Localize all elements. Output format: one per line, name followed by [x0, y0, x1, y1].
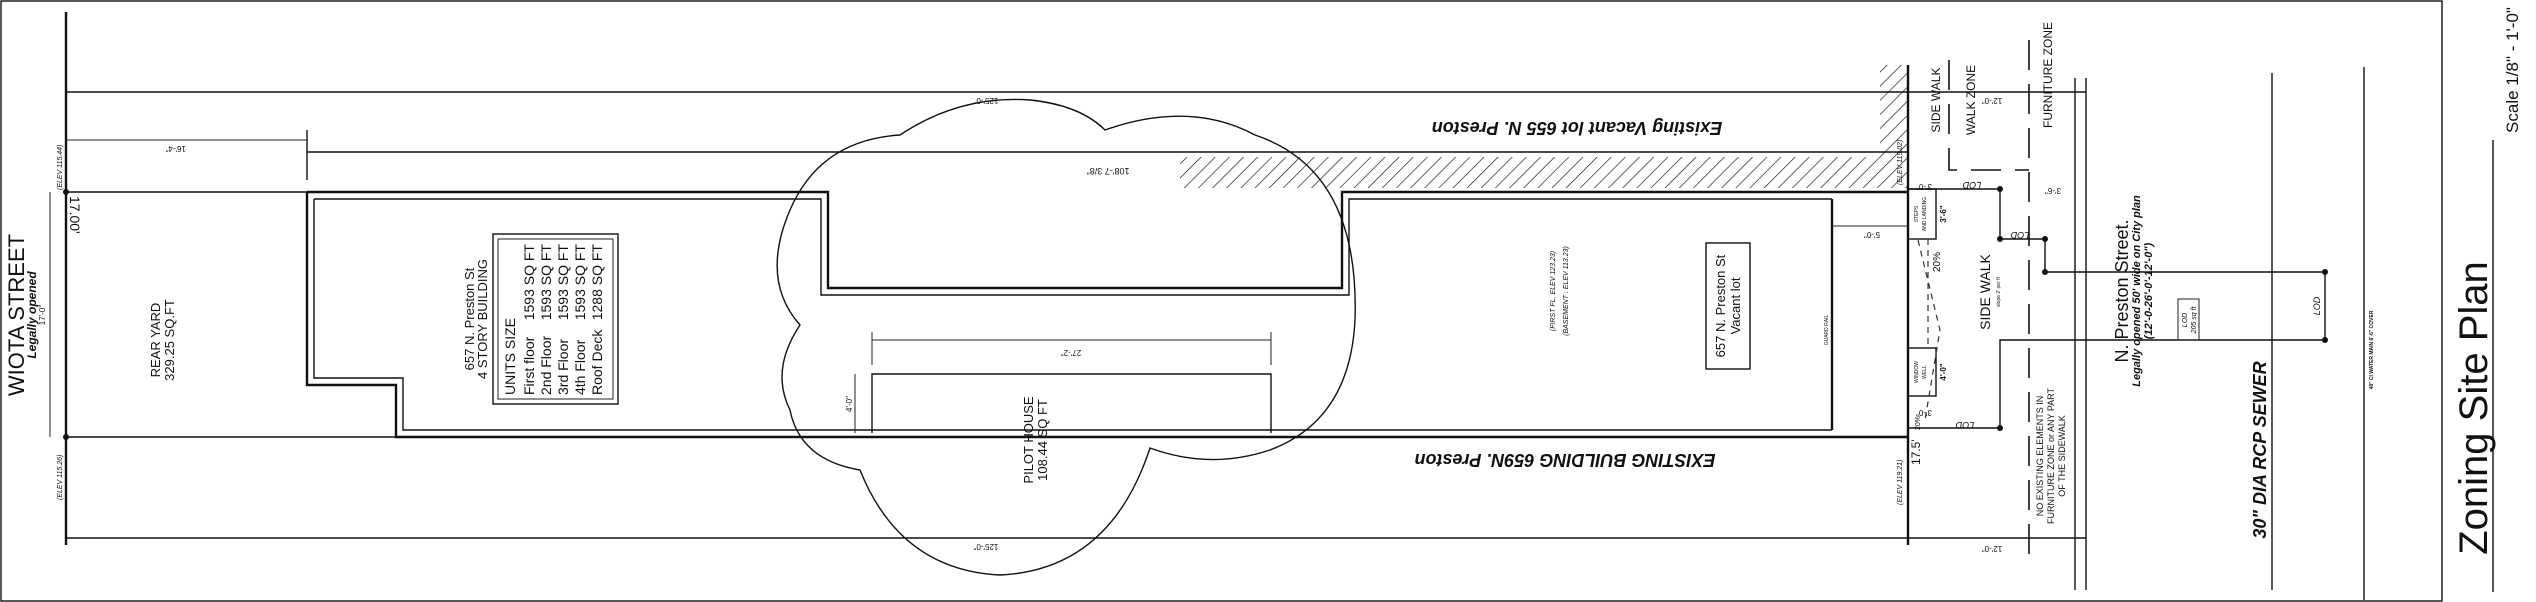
- lod-area-box: [2177, 298, 2200, 341]
- steps-length: 3'-6": [1939, 205, 1948, 222]
- well-depth: 3'-0": [1916, 408, 1932, 417]
- sheet-scale: Scale 1/8" - 1'-0": [2503, 7, 2522, 133]
- neighbor-wall-hatch: [1180, 157, 1908, 188]
- pilot-house-area: 108.44 SQ FT: [1035, 399, 1050, 481]
- front-slope-note: 20%: [1915, 416, 1922, 430]
- revision-cloud: [776, 98, 1356, 576]
- sidewalk-area: [1907, 40, 2494, 600]
- furniture-note-1: NO EXISTING ELEMENTS IN: [2035, 396, 2045, 517]
- building-type: 4 STORY BUILDING: [475, 259, 490, 379]
- unit-size: 1288 SQ FT: [589, 244, 605, 321]
- sidewalk-slope: slope 2' per ft: [1996, 276, 2002, 306]
- lod-label-right: LOD: [2312, 296, 2322, 315]
- wiota-legal: Legally opened: [25, 271, 39, 359]
- building-address: 657 N. Preston St: [462, 267, 477, 370]
- first-floor-elev: (FIRST FL. ELEV 123.23): [1550, 251, 1557, 331]
- wiota-width: 17'-0": [38, 305, 47, 326]
- window-well: [1907, 347, 1937, 397]
- units-rows: First floor 1593 SQ FT 2nd Floor 1593 SQ…: [521, 244, 605, 395]
- pilot-width: 4'-0": [845, 396, 854, 412]
- street-name-wiota: WIOTA STREET: [4, 234, 29, 396]
- setback-dim: 5'-0": [1864, 230, 1880, 239]
- unit-floor: 2nd Floor: [538, 336, 554, 395]
- lot-lines: [49, 12, 2086, 545]
- pilot-house: [854, 332, 1272, 433]
- window-label: WINDOW: [1914, 361, 1920, 383]
- vacant-lot-line1: 657 N. Preston St: [1713, 254, 1728, 357]
- lod-box-area: 205 sq ft: [2191, 306, 2198, 335]
- furniture-note-3: OF THE SIDEWALK: [2057, 415, 2067, 497]
- lot-width-dim: 17.00': [67, 196, 83, 234]
- building-length: 108'-7 3/8": [1087, 166, 1130, 176]
- building-outline: [305, 190, 1908, 439]
- lod-box-label: LOD: [2182, 313, 2189, 327]
- unit-floor: 4th Floor: [572, 339, 588, 395]
- sheet-frame: [0, 0, 2443, 602]
- walk-zone-label: WALK ZONE: [1964, 65, 1978, 135]
- pilot-house-label: PILOT HOUSE: [1021, 396, 1036, 484]
- lot-length-bottom: 125'-0": [973, 542, 998, 551]
- corner-hatch: [1880, 65, 1908, 157]
- sidewalk-center-label: SIDE WALK: [1977, 253, 1993, 329]
- furniture-zone-label: FURNITURE ZONE: [2041, 22, 2055, 128]
- elev-front-bottom: (ELEV 119.21): [1897, 460, 1904, 505]
- unit-size: 1593 SQ FT: [572, 244, 588, 321]
- elev-rear-bottom: (ELEV 115.26): [57, 455, 64, 500]
- unit-floor: Roof Deck: [589, 329, 605, 395]
- lod-label-mid: LOD: [2010, 230, 2029, 240]
- well-length: 4'-0": [1939, 363, 1948, 380]
- unit-size: 1593 SQ FT: [521, 244, 537, 321]
- sewer-label: 30" DIA RCP SEWER: [2250, 361, 2270, 538]
- lot-length-top: 125'-0": [973, 96, 998, 105]
- sidewalk-width-bottom: 12'-0": [1982, 544, 2003, 553]
- units-header: UNITS SIZE: [502, 318, 518, 395]
- rear-yard-label: REAR YARD: [148, 303, 163, 378]
- unit-size: 1593 SQ FT: [555, 244, 571, 321]
- rear-yard-area: 329.25 SQ.FT: [162, 299, 177, 381]
- rear-depth-dim: 16'-4": [165, 144, 186, 153]
- lod-label-bottom: LOD: [1955, 420, 1974, 430]
- unit-floor: 3rd Floor: [555, 339, 571, 395]
- furniture-note-2: FURNITURE ZONE or ANY PART: [2046, 387, 2056, 524]
- elev-rear-top: (ELEV 115.44): [57, 145, 64, 190]
- unit-floor: First floor: [521, 336, 537, 395]
- neighbor-north: Existing Vacant lot 655 N. Preston: [1432, 118, 1722, 138]
- sidewalk-width-top: 12'-0": [1982, 96, 2003, 105]
- preston-dims: (12'-0-26'-0'-12'-0"): [2143, 242, 2155, 339]
- slope-percent: 20%: [1932, 252, 1943, 272]
- lod-boundary: [1908, 188, 2326, 429]
- neighbor-south: EXISTING BUILDING 659N. Preston: [1414, 450, 1715, 470]
- elev-front-top: (ELEV 119.02): [1897, 140, 1904, 185]
- vacant-lot-line2: Vacant lot: [1728, 277, 1743, 334]
- front-width-dim: 17.5': [1909, 439, 1923, 465]
- steps-depth: 3'-0": [1916, 182, 1932, 191]
- landing-label: AND LANDING: [1922, 197, 1928, 231]
- units-table: [492, 233, 619, 405]
- sheet-title: Zoning Site Plan: [2452, 261, 2496, 555]
- well-label: WELL: [1922, 365, 1928, 379]
- street-name-preston: N. Preston Street.: [2112, 219, 2132, 362]
- sidewalk-label: SIDE WALK: [1929, 68, 1943, 133]
- vacant-lot-box: [1705, 242, 1751, 370]
- guard-rail-label: GUARD RAIL: [1824, 315, 1830, 346]
- pilot-length: 27'-2": [1061, 348, 1082, 357]
- preston-legal: Legally opened 50' wide on City plan: [2131, 195, 2143, 387]
- furniture-width: 3'-6": [2045, 186, 2061, 195]
- basement-elev: (BASEMENT . ELEV 113.23): [1563, 246, 1570, 336]
- unit-size: 1593 SQ FT: [538, 244, 554, 321]
- lod-label-top: LOD: [1962, 180, 1981, 190]
- steps-label: STEPS: [1914, 205, 1920, 222]
- water-main-label: 48" CI WATER MAIN 6'-6" COVER: [2369, 310, 2375, 389]
